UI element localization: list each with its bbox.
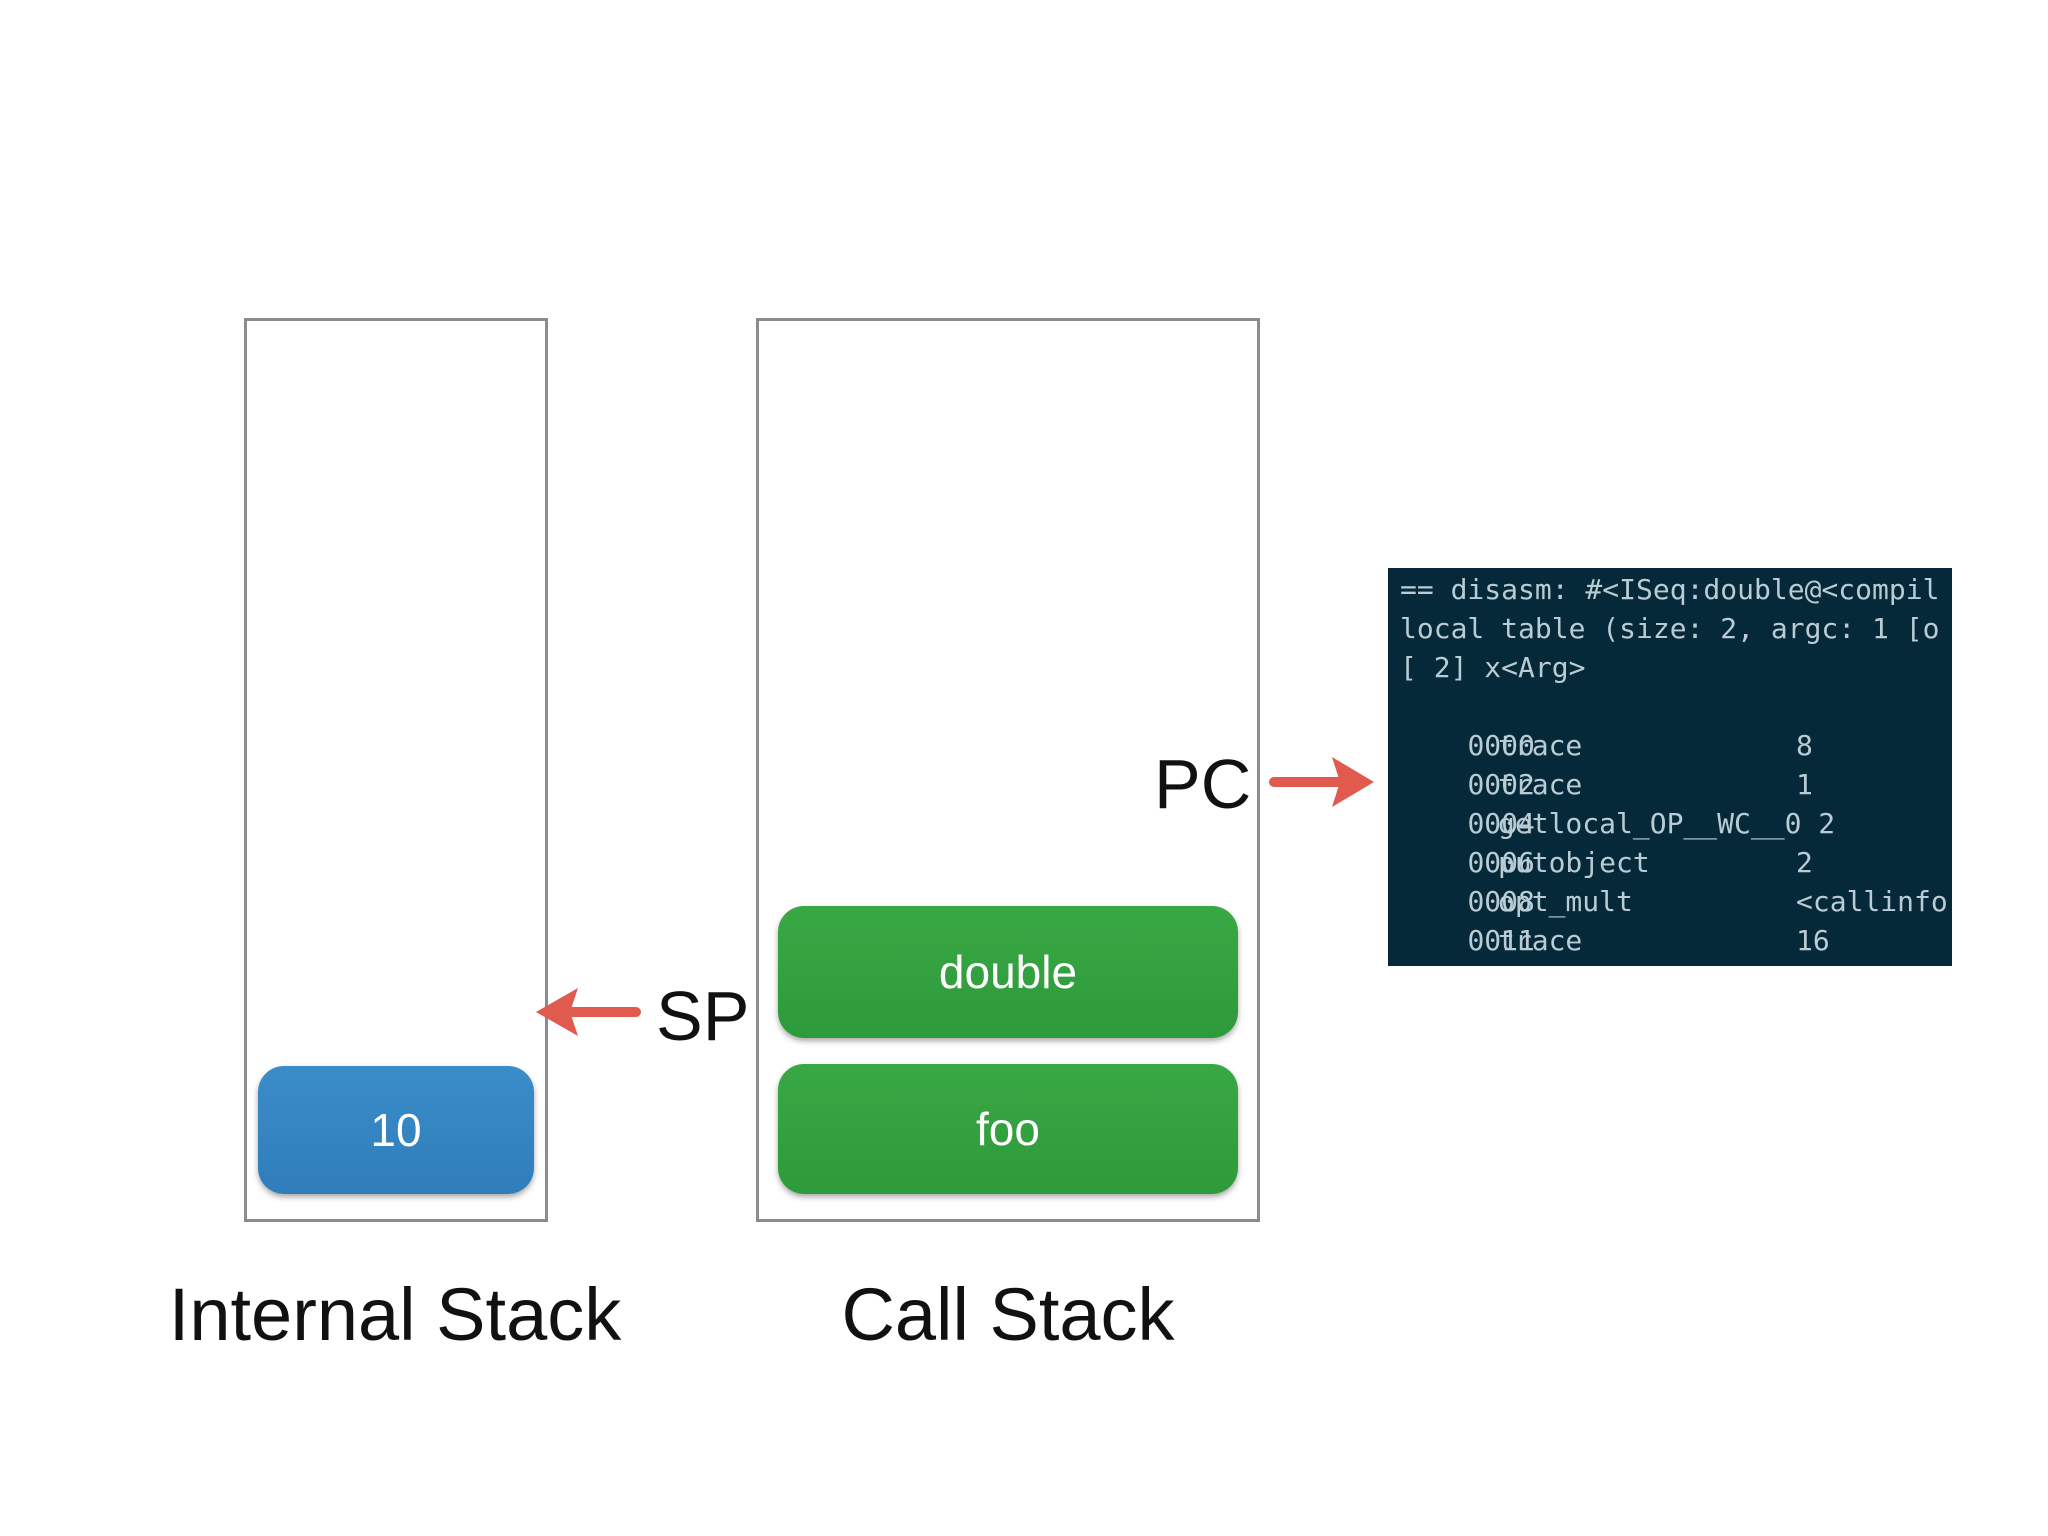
instruction-address: 0013 — [1467, 963, 1534, 966]
sp-arrow-icon — [536, 988, 641, 1036]
instruction-opcode: trace — [1498, 768, 1583, 801]
instruction-opcode: opt_mult — [1498, 885, 1633, 918]
instruction-opcode: trace — [1498, 729, 1583, 762]
disasm-header-line: [ 2] x<Arg> — [1400, 651, 1586, 684]
instruction-address: 0008 — [1467, 885, 1535, 918]
pc-label: PC — [1154, 745, 1252, 823]
call-stack-item-double: double — [778, 906, 1238, 1038]
call-stack-item-foo: foo — [778, 1064, 1238, 1194]
instruction-address: 0000 — [1467, 729, 1535, 762]
disasm-header-line: local table (size: 2, argc: 1 [o — [1400, 612, 1940, 645]
instruction-operand: 8 — [1796, 729, 1813, 762]
internal-stack-caption: Internal Stack — [168, 1273, 622, 1356]
disasm-terminal: == disasm: #<ISeq:double@<compil local t… — [1388, 568, 1952, 966]
pc-arrow-icon — [1269, 757, 1374, 807]
instruction-opcode: trace — [1498, 924, 1583, 957]
instruction-address: 0004 — [1467, 807, 1535, 840]
disasm-instruction-row: 0013leave — [1400, 921, 1582, 966]
instruction-operand: 1 — [1796, 768, 1813, 801]
instruction-opcode: leave — [1498, 960, 1582, 966]
instruction-operand: 2 — [1796, 846, 1813, 879]
instruction-address: 0011 — [1467, 924, 1535, 957]
instruction-address: 0006 — [1467, 846, 1535, 879]
sp-label: SP — [656, 977, 750, 1055]
instruction-operand: <callinfo! — [1796, 885, 1952, 918]
instruction-opcode: getlocal_OP__WC__0 2 — [1498, 807, 1836, 840]
instruction-opcode: putobject — [1498, 846, 1650, 879]
instruction-address: 0002 — [1467, 768, 1535, 801]
disasm-header-line: == disasm: #<ISeq:double@<compil — [1400, 573, 1940, 606]
instruction-operand: 16 — [1796, 924, 1830, 957]
call-stack-caption: Call Stack — [841, 1273, 1175, 1356]
internal-stack-item: 10 — [258, 1066, 534, 1194]
